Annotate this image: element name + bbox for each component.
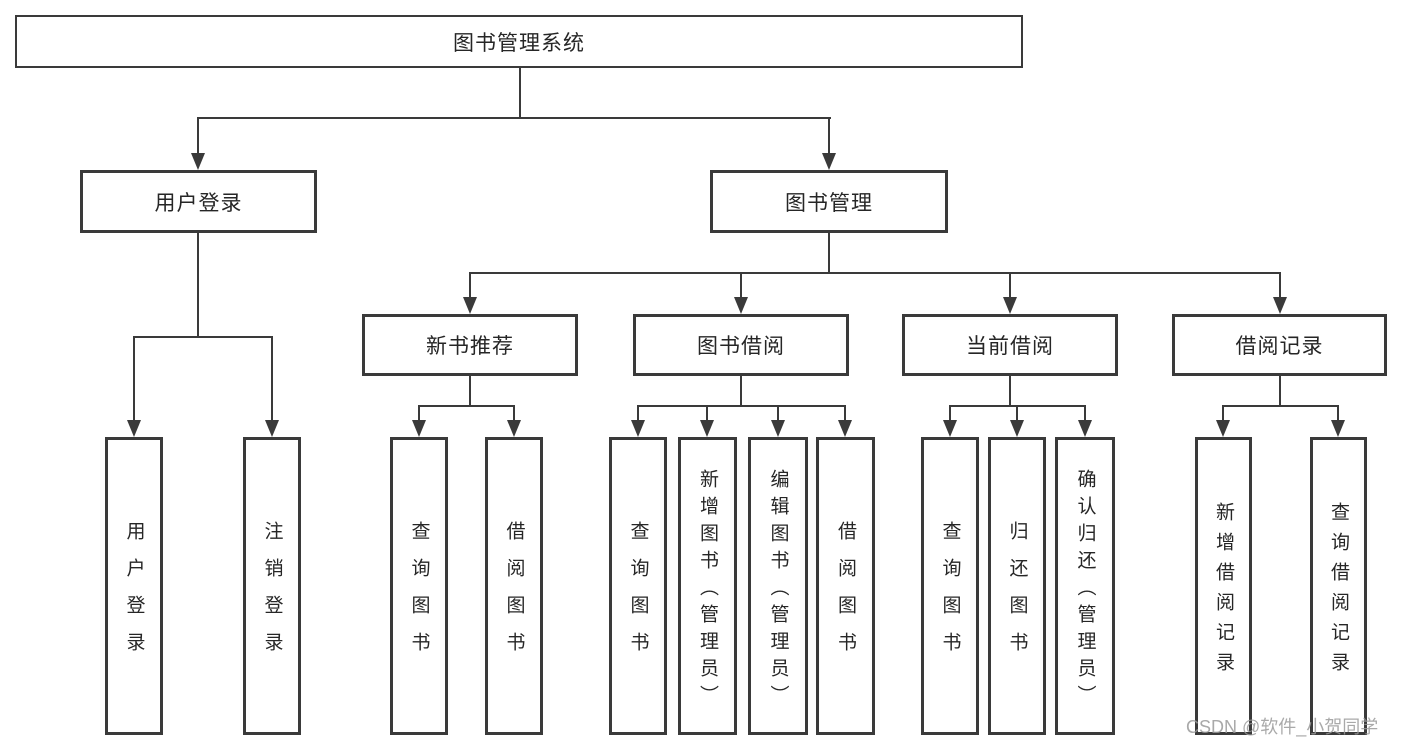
leaf-query-book-3-label: 查询图书: [939, 521, 961, 669]
node-root-label: 图书管理系统: [453, 31, 585, 55]
arrowhead-borrow-book-2: [838, 420, 852, 437]
connector-borrow-records-stub: [1279, 376, 1281, 407]
leaf-borrow-book-1-label: 借阅图书: [503, 521, 525, 669]
leaf-user-login-label: 用户登录: [123, 521, 145, 669]
node-root: 图书管理系统: [15, 15, 1023, 68]
connector-drop-add-book: [706, 405, 708, 421]
connector-drop-current-borrow: [1009, 272, 1011, 298]
leaf-return-book-label: 归还图书: [1006, 521, 1028, 669]
leaf-query-book-3: 查询图书: [921, 437, 979, 735]
node-user-login-label: 用户登录: [154, 191, 243, 215]
leaf-return-book: 归还图书: [988, 437, 1046, 735]
leaf-query-book-1: 查询图书: [390, 437, 448, 735]
arrowhead-user-login: [191, 153, 205, 170]
arrowhead-book-borrow: [734, 297, 748, 314]
connector-drop-query-book-1: [418, 405, 420, 421]
leaf-query-record: 查询借阅记录: [1310, 437, 1367, 735]
arrowhead-query-book-1: [412, 420, 426, 437]
arrowhead-return-book: [1010, 420, 1024, 437]
connector-drop-query-record: [1337, 405, 1339, 421]
node-book-borrow: 图书借阅: [633, 314, 849, 376]
connector-user-login-split: [133, 336, 273, 338]
leaf-add-book-label: 新增图书（管理员）: [697, 468, 718, 712]
arrowhead-confirm-return: [1078, 420, 1092, 437]
leaf-add-record: 新增借阅记录: [1195, 437, 1252, 735]
node-current-borrow-label: 当前借阅: [966, 335, 1054, 358]
connector-level3-split: [469, 272, 1281, 274]
leaf-query-record-label: 查询借阅记录: [1328, 501, 1349, 682]
connector-drop-query-book-2: [637, 405, 639, 421]
connector-drop-add-record: [1222, 405, 1224, 421]
node-borrow-records: 借阅记录: [1172, 314, 1387, 376]
connector-drop-book-borrow: [740, 272, 742, 298]
node-book-mgmt-label: 图书管理: [785, 191, 873, 215]
arrowhead-leaf-user-login: [127, 420, 141, 437]
arrowhead-leaf-logout: [265, 420, 279, 437]
connector-current-borrow-stub: [1009, 376, 1011, 407]
node-book-borrow-label: 图书借阅: [697, 335, 785, 358]
leaf-confirm-return-label: 确认归还（管理员）: [1074, 468, 1096, 712]
connector-drop-borrow-book-1: [513, 405, 515, 421]
connector-book-mgmt-stub: [828, 233, 830, 274]
connector-drop-new-book-rec: [469, 272, 471, 298]
connector-new-book-rec-split: [418, 405, 515, 407]
connector-drop-query-book-3: [949, 405, 951, 421]
leaf-borrow-book-1: 借阅图书: [485, 437, 543, 735]
leaf-borrow-book-2: 借阅图书: [816, 437, 875, 735]
leaf-query-book-2-label: 查询图书: [627, 521, 649, 669]
connector-drop-confirm-return: [1084, 405, 1086, 421]
arrowhead-book-mgmt: [822, 153, 836, 170]
connector-new-book-rec-stub: [469, 376, 471, 407]
leaf-query-book-2: 查询图书: [609, 437, 667, 735]
connector-root-trunk: [519, 68, 521, 118]
connector-drop-edit-book: [777, 405, 779, 421]
arrowhead-current-borrow: [1003, 297, 1017, 314]
node-new-book-rec-label: 新书推荐: [426, 335, 514, 358]
connector-drop-user-login: [197, 117, 199, 155]
node-borrow-records-label: 借阅记录: [1235, 335, 1324, 358]
leaf-confirm-return: 确认归还（管理员）: [1055, 437, 1115, 735]
connector-drop-book-mgmt: [828, 117, 830, 155]
csdn-watermark: CSDN @软件_小贺同学: [1186, 717, 1379, 737]
leaf-user-login: 用户登录: [105, 437, 163, 735]
arrowhead-query-book-2: [631, 420, 645, 437]
connector-drop-leaf-logout: [271, 336, 273, 421]
arrowhead-query-book-3: [943, 420, 957, 437]
arrowhead-borrow-book-1: [507, 420, 521, 437]
connector-drop-return-book: [1016, 405, 1018, 421]
connector-borrow-records-split: [1222, 405, 1338, 407]
leaf-add-record-label: 新增借阅记录: [1213, 501, 1234, 682]
connector-book-borrow-split: [637, 405, 846, 407]
connector-book-borrow-stub: [740, 376, 742, 407]
connector-drop-borrow-book-2: [844, 405, 846, 421]
leaf-add-book: 新增图书（管理员）: [678, 437, 737, 735]
connector-drop-borrow-records: [1279, 272, 1281, 298]
arrowhead-new-book-rec: [463, 297, 477, 314]
connector-level2-split: [197, 117, 831, 119]
leaf-logout-label: 注销登录: [261, 521, 283, 669]
arrowhead-query-record: [1331, 420, 1345, 437]
leaf-edit-book-label: 编辑图书（管理员）: [767, 468, 789, 712]
leaf-logout: 注销登录: [243, 437, 301, 735]
connector-user-login-stub: [197, 233, 199, 338]
node-new-book-rec: 新书推荐: [362, 314, 578, 376]
node-current-borrow: 当前借阅: [902, 314, 1118, 376]
leaf-edit-book: 编辑图书（管理员）: [748, 437, 808, 735]
leaf-borrow-book-2-label: 借阅图书: [835, 521, 856, 669]
node-book-mgmt: 图书管理: [710, 170, 948, 233]
arrowhead-borrow-records: [1273, 297, 1287, 314]
arrowhead-add-book: [700, 420, 714, 437]
node-user-login: 用户登录: [80, 170, 317, 233]
arrowhead-add-record: [1216, 420, 1230, 437]
connector-drop-leaf-user-login: [133, 336, 135, 421]
arrowhead-edit-book: [771, 420, 785, 437]
leaf-query-book-1-label: 查询图书: [408, 521, 430, 669]
